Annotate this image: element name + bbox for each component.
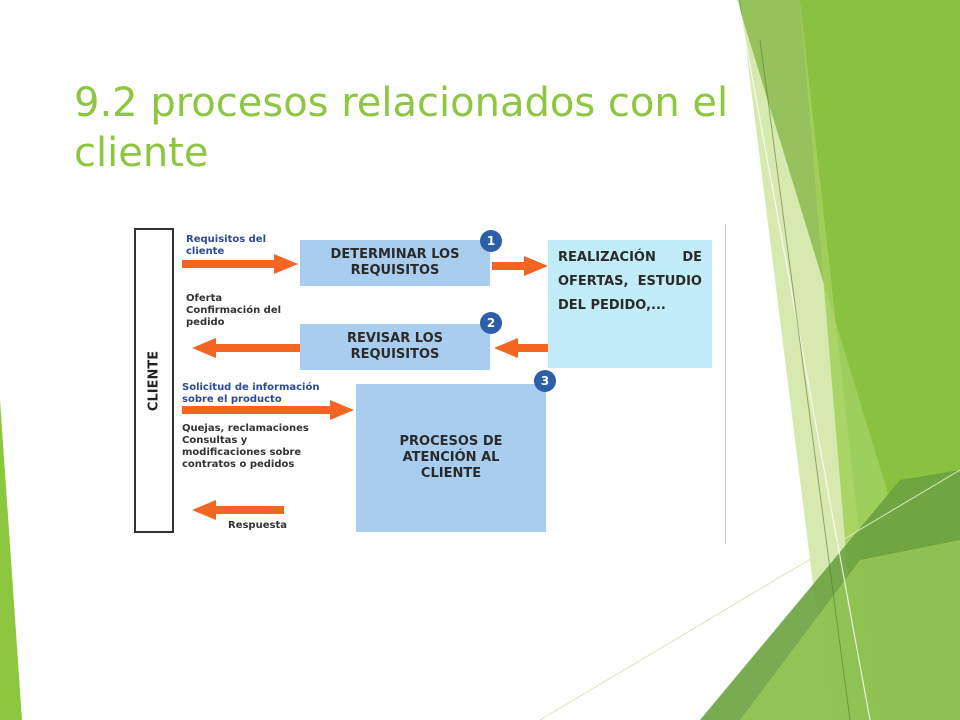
box-procesos-atencion: PROCESOS DE ATENCIÓN AL CLIENTE <box>356 384 546 532</box>
slide-title: 9.2 procesos relacionados con el cliente <box>74 80 729 176</box>
arrow-left-respuesta <box>192 500 284 520</box>
box-revisar-requisitos: REVISAR LOS REQUISITOS <box>300 324 490 370</box>
process-diagram: CLIENTE Requisitos del cliente Oferta Co… <box>120 218 728 544</box>
label-requisitos-cliente: Requisitos del cliente <box>186 234 267 257</box>
decor-line-3 <box>759 39 851 720</box>
box-determinar-requisitos: DETERMINAR LOS REQUISITOS <box>300 240 490 286</box>
arrow-left-from-result <box>494 338 548 358</box>
label-respuesta: Respuesta <box>228 520 287 531</box>
right-light-green-shape <box>740 0 880 720</box>
left-green-accent <box>0 400 22 720</box>
arrow-right-solicitud <box>182 400 354 420</box>
label-quejas: Quejas, reclamaciones Consultas y modifi… <box>182 423 309 470</box>
cliente-label: CLIENTE <box>146 350 162 411</box>
bottom-right-light-shape <box>740 540 960 720</box>
step-number-1: 1 <box>480 230 502 252</box>
decor-line-1 <box>737 0 871 720</box>
label-oferta: Oferta Confirmación del pedido <box>186 293 282 328</box>
cliente-box: CLIENTE <box>134 228 174 533</box>
decor-line-2 <box>539 469 960 720</box>
result-box: REALIZACIÓN DE OFERTAS, ESTUDIO DEL PEDI… <box>548 240 712 368</box>
label-solicitud: Solicitud de información sobre el produc… <box>182 382 320 405</box>
diagram-right-border <box>725 224 726 544</box>
step-number-3: 3 <box>534 370 556 392</box>
arrow-left-oferta <box>192 338 300 358</box>
step-number-2: 2 <box>480 312 502 334</box>
arrow-right-1 <box>182 254 298 274</box>
arrow-right-to-result <box>492 256 548 276</box>
